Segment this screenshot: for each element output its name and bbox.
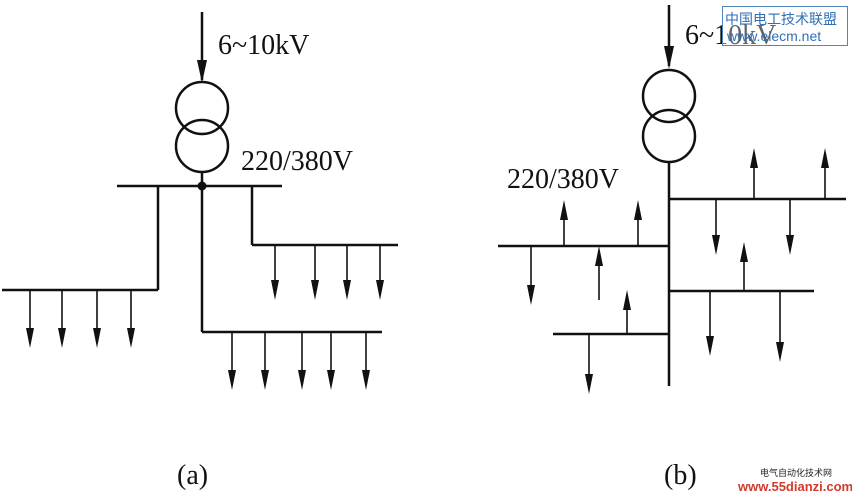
load-arrow-a (362, 332, 370, 390)
load-arrow-a (58, 290, 66, 348)
load-arrow-b (786, 199, 794, 255)
load-arrow-b (623, 290, 631, 334)
load-arrow-a (261, 332, 269, 390)
transformer-primary-winding-b (641, 68, 697, 124)
load-arrow-a (311, 245, 319, 300)
watermark-top: 中国电工技术联盟 www.elecm.net (722, 6, 848, 46)
load-arrow-b (527, 246, 535, 305)
caption-a: (a) (177, 460, 208, 491)
load-arrow-a (228, 332, 236, 390)
transformer-secondary-winding-a (174, 118, 230, 174)
load-arrow-b (585, 334, 593, 394)
transformer-secondary-winding-b (641, 108, 697, 164)
load-arrow-a (298, 332, 306, 390)
loads-a (26, 245, 384, 390)
load-arrow-b (634, 200, 642, 246)
watermark-bottom-name: 电气自动化技术网 (760, 468, 833, 478)
lv-voltage-label-b: 220/380V (507, 164, 619, 195)
load-arrow-b (821, 148, 829, 199)
load-arrow-a (93, 290, 101, 348)
supply-arrowhead-a (197, 60, 207, 83)
load-arrow-a (376, 245, 384, 300)
load-arrow-b (560, 200, 568, 246)
watermark-top-name: 中国电工技术联盟 (725, 11, 837, 27)
transformer-primary-winding-a (174, 80, 230, 136)
watermark-bottom-url: www.55dianzi.com (738, 479, 852, 494)
load-arrow-b (706, 291, 714, 356)
diagram-b (498, 5, 846, 386)
load-arrow-b (750, 148, 758, 199)
load-arrow-a (271, 245, 279, 300)
supply-arrowhead-b (664, 46, 674, 69)
load-arrow-a (26, 290, 34, 348)
load-arrow-b (712, 199, 720, 255)
load-arrow-b (595, 246, 603, 300)
load-arrow-a (327, 332, 335, 390)
watermark-bottom: 电气自动化技术网 www.55dianzi.com (738, 466, 852, 498)
loads-b (527, 148, 829, 394)
load-arrow-a (343, 245, 351, 300)
load-arrow-b (776, 291, 784, 362)
watermark-top-url: www.elecm.net (727, 28, 822, 44)
hv-voltage-label-a: 6~10kV (218, 30, 309, 61)
caption-b: (b) (664, 460, 697, 491)
lv-voltage-label-a: 220/380V (241, 146, 353, 177)
load-arrow-b (740, 242, 748, 291)
load-arrow-a (127, 290, 135, 348)
